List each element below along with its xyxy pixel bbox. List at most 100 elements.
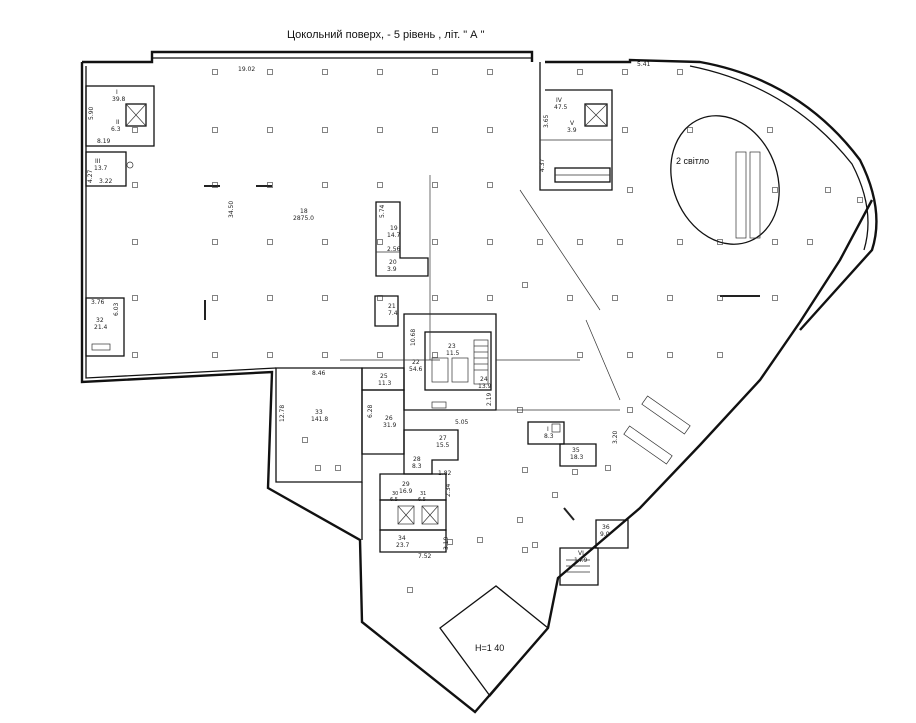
room-label: 27 xyxy=(439,435,447,442)
dimension: 34.50 xyxy=(228,201,235,218)
column-marker xyxy=(132,127,138,133)
column-marker xyxy=(622,69,628,75)
room-area: 13.9 xyxy=(478,383,492,390)
column-marker xyxy=(212,295,218,301)
lower-right-rooms xyxy=(527,395,691,586)
lower-center-rooms xyxy=(275,367,459,553)
column-marker xyxy=(627,352,633,358)
room-area: 3.9 xyxy=(387,266,397,273)
room-label: 32 xyxy=(96,317,104,324)
room-area: 2875.0 xyxy=(293,215,314,222)
column-marker xyxy=(335,465,341,471)
room-label: 31 xyxy=(420,491,426,497)
room-label: 19 xyxy=(390,225,398,232)
room-area: 9.0 xyxy=(600,531,610,538)
column-marker xyxy=(322,352,328,358)
column-marker xyxy=(667,352,673,358)
room-area: 141.8 xyxy=(311,416,328,423)
column-marker xyxy=(267,182,273,188)
room-label: 24 xyxy=(480,376,488,383)
column-marker xyxy=(605,465,611,471)
column-marker xyxy=(857,197,863,203)
room-area: 21.4 xyxy=(94,324,108,331)
column-marker xyxy=(522,547,528,553)
columns-grid xyxy=(132,69,863,593)
column-marker xyxy=(767,127,773,133)
column-marker xyxy=(772,239,778,245)
column-marker xyxy=(717,239,723,245)
column-marker xyxy=(717,352,723,358)
room-area: 54.6 xyxy=(409,366,423,373)
room-label: II xyxy=(116,119,120,126)
column-marker xyxy=(487,69,493,75)
low-height-zone xyxy=(439,585,549,698)
room-labels: I 39.8 II 6.3 III 13.7 IV 47.5 V 3.9 18 … xyxy=(94,89,610,564)
dimension: 5.74 xyxy=(379,204,386,218)
column-marker xyxy=(267,69,273,75)
room-area: 23.7 xyxy=(396,542,410,549)
room-label: I xyxy=(116,89,118,96)
room-area: 6.3 xyxy=(111,126,121,133)
room-area: 18.3 xyxy=(570,454,584,461)
room-label: 20 xyxy=(389,259,397,266)
room-area: 47.5 xyxy=(554,104,568,111)
dimension: 1.82 xyxy=(438,470,452,477)
column-marker xyxy=(432,127,438,133)
height-label: H=1 40 xyxy=(475,643,504,653)
column-marker xyxy=(212,127,218,133)
dimension: 4.37 xyxy=(539,158,546,172)
column-marker xyxy=(322,69,328,75)
dimension: 3.76 xyxy=(91,299,105,306)
room-area: 11.5 xyxy=(446,350,460,357)
room-label: I xyxy=(547,426,549,433)
room-label: V xyxy=(570,120,575,127)
room-area: 6.5 xyxy=(390,497,398,503)
column-marker xyxy=(322,295,328,301)
column-marker xyxy=(577,69,583,75)
room-area: 13.7 xyxy=(94,165,108,172)
dimension: 2.56 xyxy=(387,246,401,253)
column-marker xyxy=(487,182,493,188)
room-label: 33 xyxy=(315,409,323,416)
room-area: 39.8 xyxy=(112,96,126,103)
dimension: 5.05 xyxy=(455,419,469,426)
dimension: 3.19 xyxy=(443,536,450,550)
dimension-labels: 19.02 5.41 5.90 8.19 4.27 3.22 3.65 4.37… xyxy=(87,61,651,560)
column-marker xyxy=(677,69,683,75)
column-marker xyxy=(772,187,778,193)
room-area: 7.4 xyxy=(388,310,398,317)
room-label: 28 xyxy=(413,456,421,463)
column-marker xyxy=(572,469,578,475)
column-marker xyxy=(377,127,383,133)
column-marker xyxy=(532,542,538,548)
room-label: 23 xyxy=(448,343,456,350)
dimension: 6.03 xyxy=(113,302,120,316)
column-marker xyxy=(377,239,383,245)
room-label: 29 xyxy=(402,481,410,488)
column-marker xyxy=(825,187,831,193)
column-marker xyxy=(132,239,138,245)
column-marker xyxy=(617,239,623,245)
interior-lines xyxy=(340,175,621,411)
room-label: III xyxy=(95,158,101,165)
column-marker xyxy=(212,69,218,75)
column-marker xyxy=(432,182,438,188)
column-marker xyxy=(567,295,573,301)
column-marker xyxy=(267,295,273,301)
dimension: 12.78 xyxy=(279,405,286,422)
dimension: 10.68 xyxy=(410,329,417,346)
column-marker xyxy=(807,239,813,245)
light-void xyxy=(670,115,780,245)
room-label: 35 xyxy=(572,447,580,454)
column-marker xyxy=(302,437,308,443)
column-marker xyxy=(407,587,413,593)
column-marker xyxy=(377,295,383,301)
column-marker xyxy=(687,127,693,133)
light-void-label: 2 світло xyxy=(676,156,709,166)
room-area: 11.3 xyxy=(378,380,392,387)
room-area: 3.9 xyxy=(567,127,577,134)
room-label: 34 xyxy=(398,535,406,542)
column-marker xyxy=(667,295,673,301)
room-area: 15.5 xyxy=(436,442,450,449)
room-label: 21 xyxy=(388,303,396,310)
